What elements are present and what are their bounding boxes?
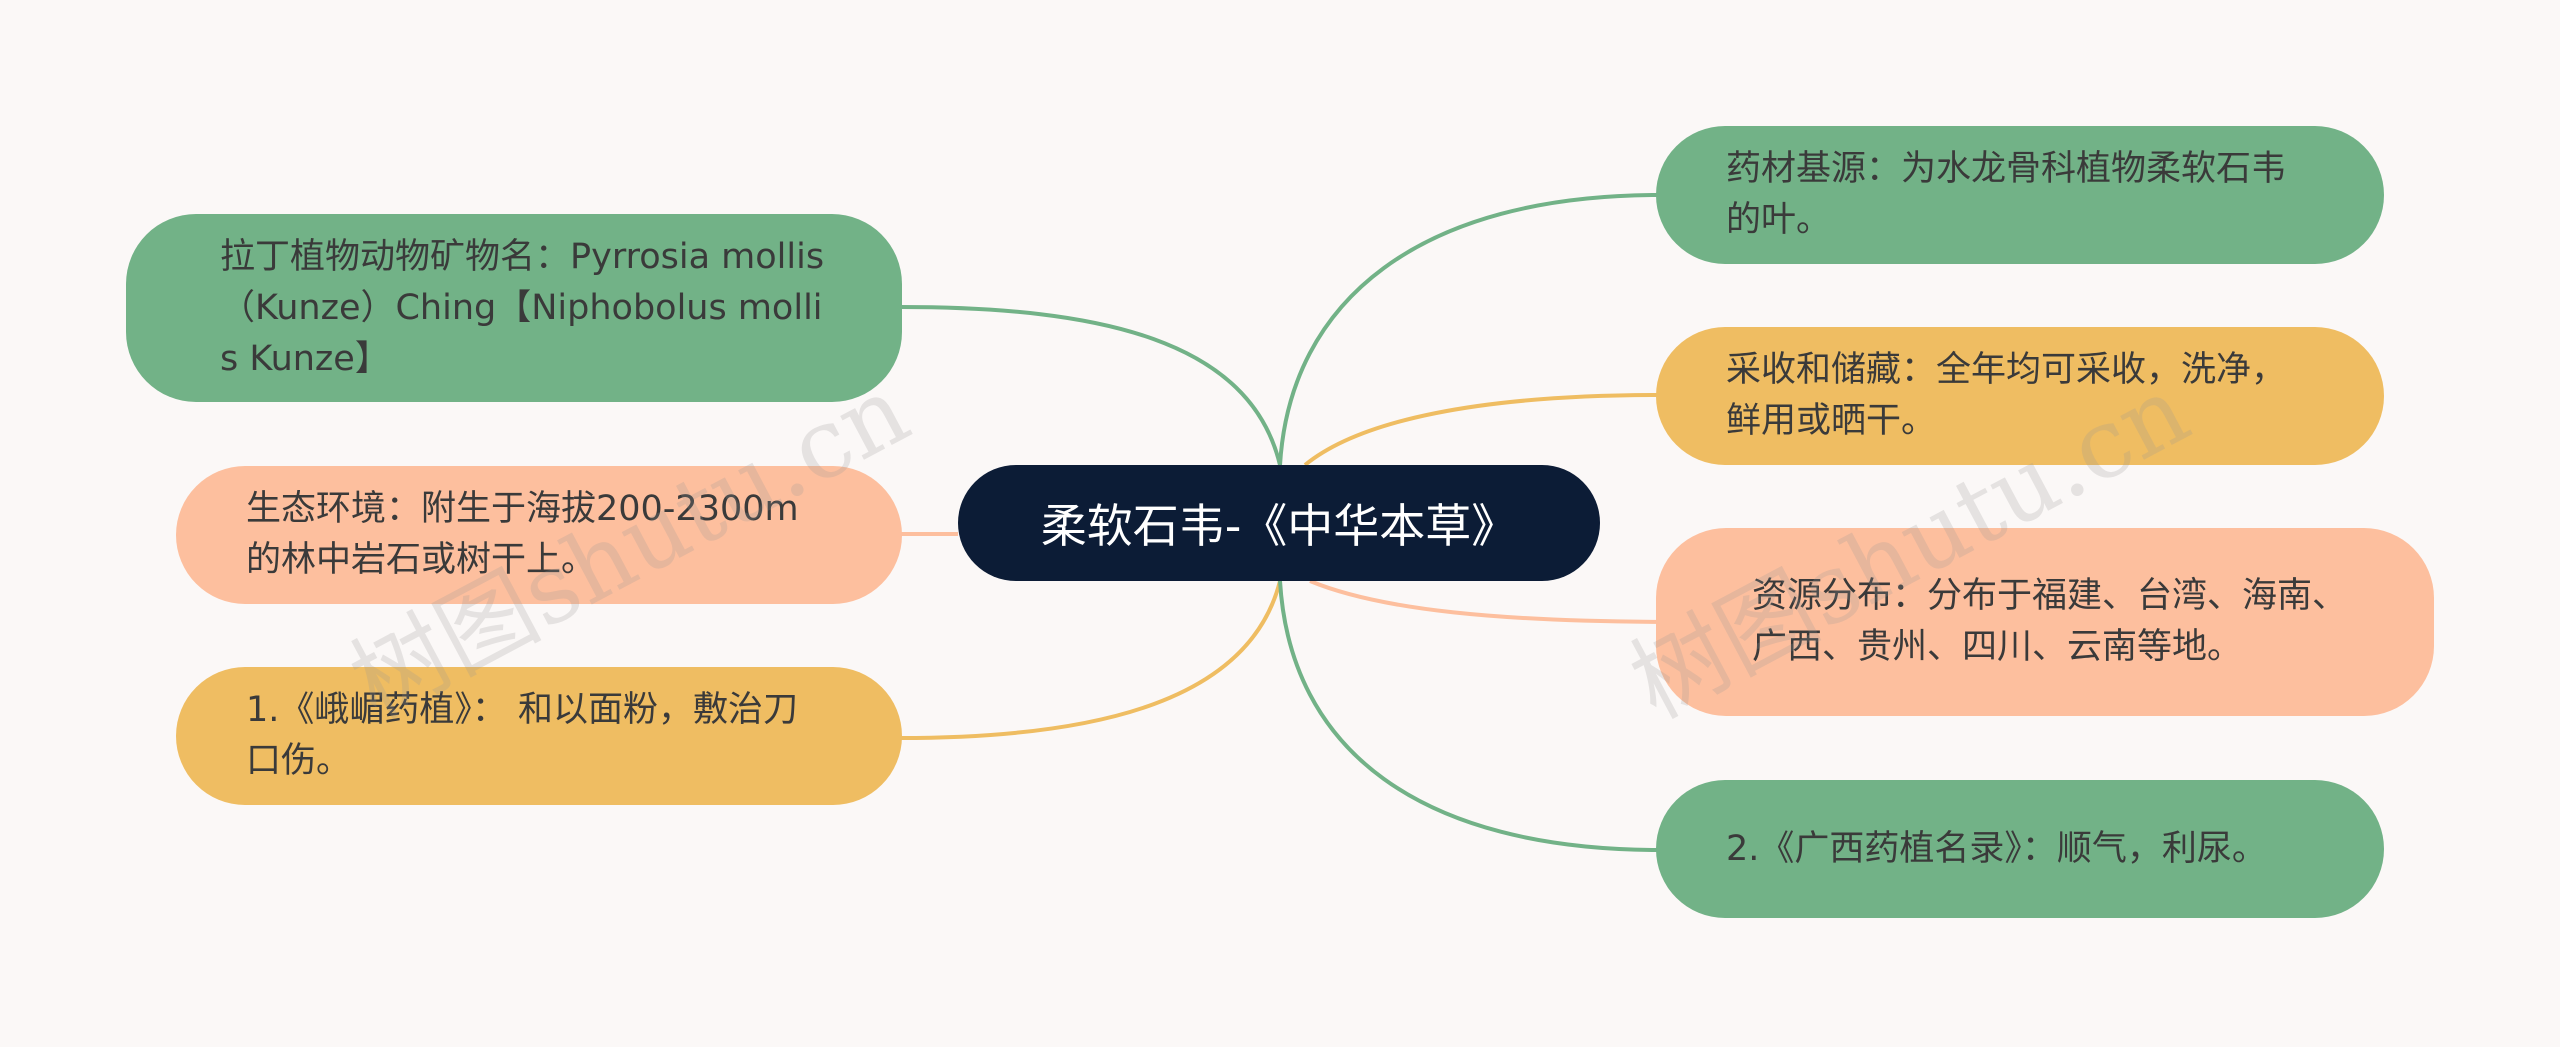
link-distribution [1309, 579, 1681, 624]
link-harvest [1303, 393, 1661, 467]
central-topic-label: 柔软石韦-《中华本草》 [1040, 499, 1518, 553]
node-guangxi-text: 2.《广西药植名录》：顺气，利尿。 [1726, 828, 2267, 869]
node-emei-text: 1.《峨嵋药植》： 和以面粉，敷治刀口伤。 [246, 690, 799, 781]
central-topic[interactable]: 柔软石韦-《中华本草》 [958, 465, 1600, 581]
link-latin-name [899, 305, 1282, 466]
node-distribution-text: 资源分布：分布于福建、台湾、海南、广西、贵州、四川、云南等地。 [1752, 576, 2348, 667]
node-ecology[interactable]: 生态环境：附生于海拔200-2300m的林中岩石或树干上。 [176, 466, 902, 604]
link-emei [899, 580, 1282, 740]
node-guangxi[interactable]: 2.《广西药植名录》：顺气，利尿。 [1656, 780, 2384, 918]
node-distribution[interactable]: 资源分布：分布于福建、台湾、海南、广西、贵州、四川、云南等地。 [1656, 528, 2434, 716]
link-source [1278, 193, 1661, 466]
node-emei[interactable]: 1.《峨嵋药植》： 和以面粉，敷治刀口伤。 [176, 667, 902, 805]
node-source[interactable]: 药材基源：为水龙骨科植物柔软石韦的叶。 [1656, 126, 2384, 264]
node-latin-name[interactable]: 拉丁植物动物矿物名：Pyrrosia mollis （Kunze）Ching【N… [126, 214, 902, 402]
node-latin-name-text: 拉丁植物动物矿物名：Pyrrosia mollis （Kunze）Ching【N… [220, 236, 825, 379]
node-harvest-text: 采收和储藏：全年均可采收，洗净，鲜用或晒干。 [1726, 350, 2287, 441]
node-ecology-text: 生态环境：附生于海拔200-2300m的林中岩石或树干上。 [246, 489, 799, 580]
link-guangxi [1278, 580, 1661, 852]
node-harvest[interactable]: 采收和储藏：全年均可采收，洗净，鲜用或晒干。 [1656, 327, 2384, 465]
node-source-text: 药材基源：为水龙骨科植物柔软石韦的叶。 [1726, 149, 2287, 240]
